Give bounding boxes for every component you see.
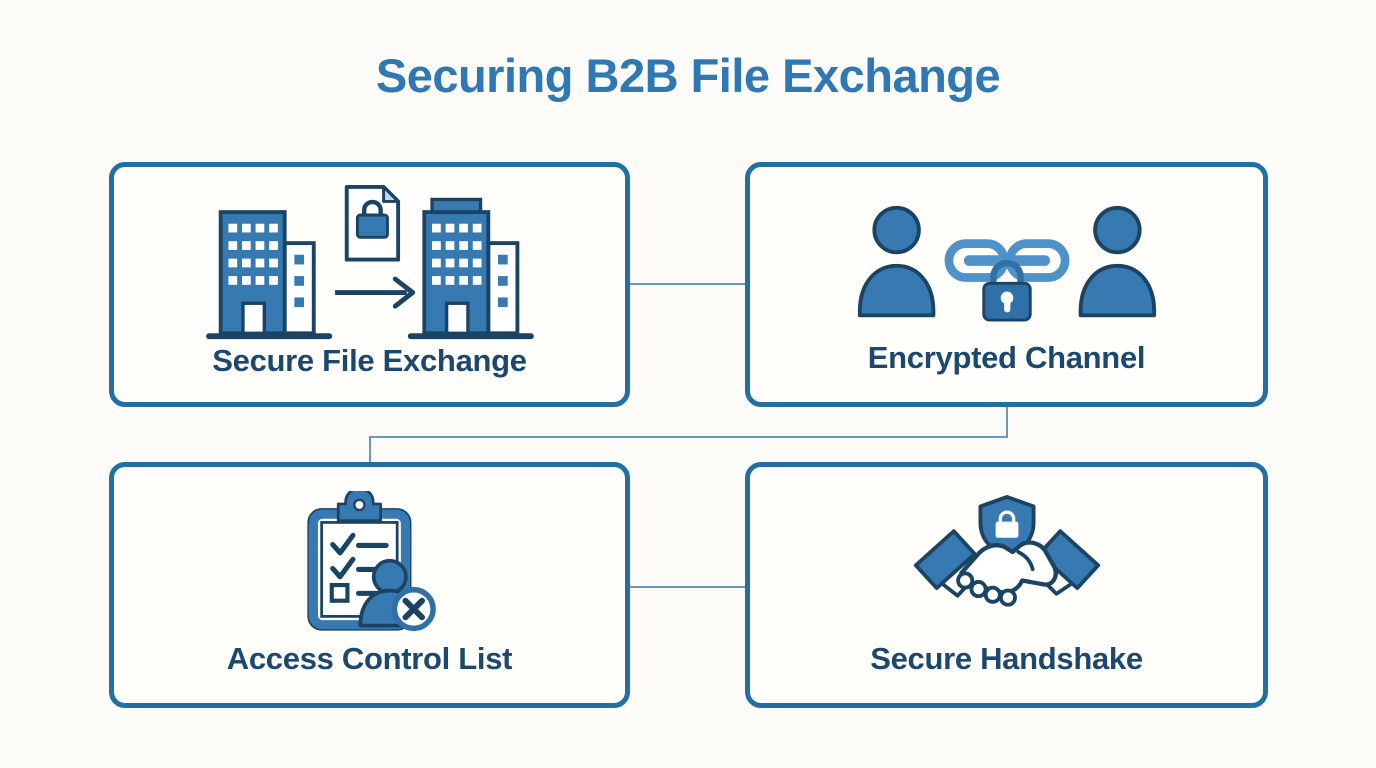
clipboard-checklist-user-deny-icon [294,483,446,641]
connector-elbow-drop [1006,407,1008,438]
card-access-control-list: Access Control List [109,462,630,708]
connector-elbow-across [369,436,1008,438]
diagram-title: Securing B2B File Exchange [375,49,1001,102]
card-encrypted-channel: Encrypted Channel [745,162,1268,407]
buildings-file-transfer-icon [205,183,535,343]
card-label-secure-file-exchange: Secure File Exchange [212,343,527,378]
connector-bottom-row [630,586,745,588]
card-label-access-control-list: Access Control List [226,641,513,676]
users-chain-lock-icon [852,183,1162,340]
card-label-encrypted-channel: Encrypted Channel [867,340,1146,375]
connector-top-row [630,283,745,285]
connector-elbow-down [369,436,371,463]
card-secure-file-exchange: Secure File Exchange [109,162,630,407]
card-label-secure-handshake: Secure Handshake [870,641,1143,676]
card-secure-handshake: Secure Handshake [745,462,1268,708]
handshake-shield-lock-icon [912,483,1102,641]
